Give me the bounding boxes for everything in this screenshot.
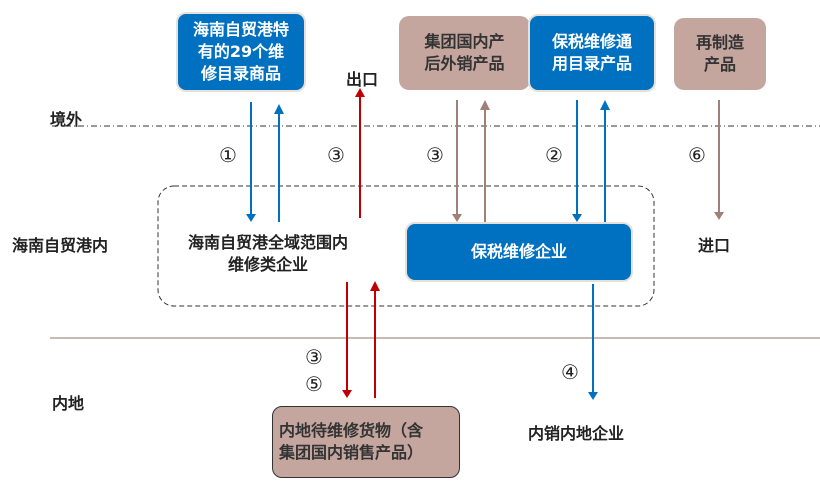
ftp-wide-repair-label: 海南自贸港全域范围内 维修类企业 xyxy=(188,233,349,274)
group-domestic-export-box: 集团国内产 后外销产品 xyxy=(399,16,530,90)
domestic-sale-label: 内销内地企业 xyxy=(528,424,625,443)
marker-3-group: ③ xyxy=(426,143,444,167)
marker-4: ④ xyxy=(561,360,579,384)
mainland-goods-box: 内地待维修货物（含 集团国内销售产品） xyxy=(272,406,460,478)
zone-overseas-label: 境外 xyxy=(50,110,83,129)
zone-hainan-ftp-label: 海南自贸港内 xyxy=(12,236,109,255)
bonded-repair-enterprise-box: 保税维修企业 xyxy=(405,222,633,282)
import-label: 进口 xyxy=(698,236,731,255)
marker-2: ② xyxy=(545,143,563,167)
marker-5: ⑤ xyxy=(305,372,323,396)
marker-6: ⑥ xyxy=(688,143,706,167)
remanufactured-box: 再制造 产品 xyxy=(674,18,766,90)
marker-3-export: ③ xyxy=(327,143,345,167)
export-label: 出口 xyxy=(346,70,379,89)
bonded-catalog-box: 保税维修通 用目录产品 xyxy=(528,14,656,92)
ftp-region-dashed xyxy=(157,185,655,307)
marker-1: ① xyxy=(219,143,237,167)
zone-mainland-label: 内地 xyxy=(52,394,85,413)
marker-3-mainland: ③ xyxy=(305,345,323,369)
ftp-29-catalog-box: 海南自贸港特 有的29个维 修目录商品 xyxy=(176,12,306,92)
